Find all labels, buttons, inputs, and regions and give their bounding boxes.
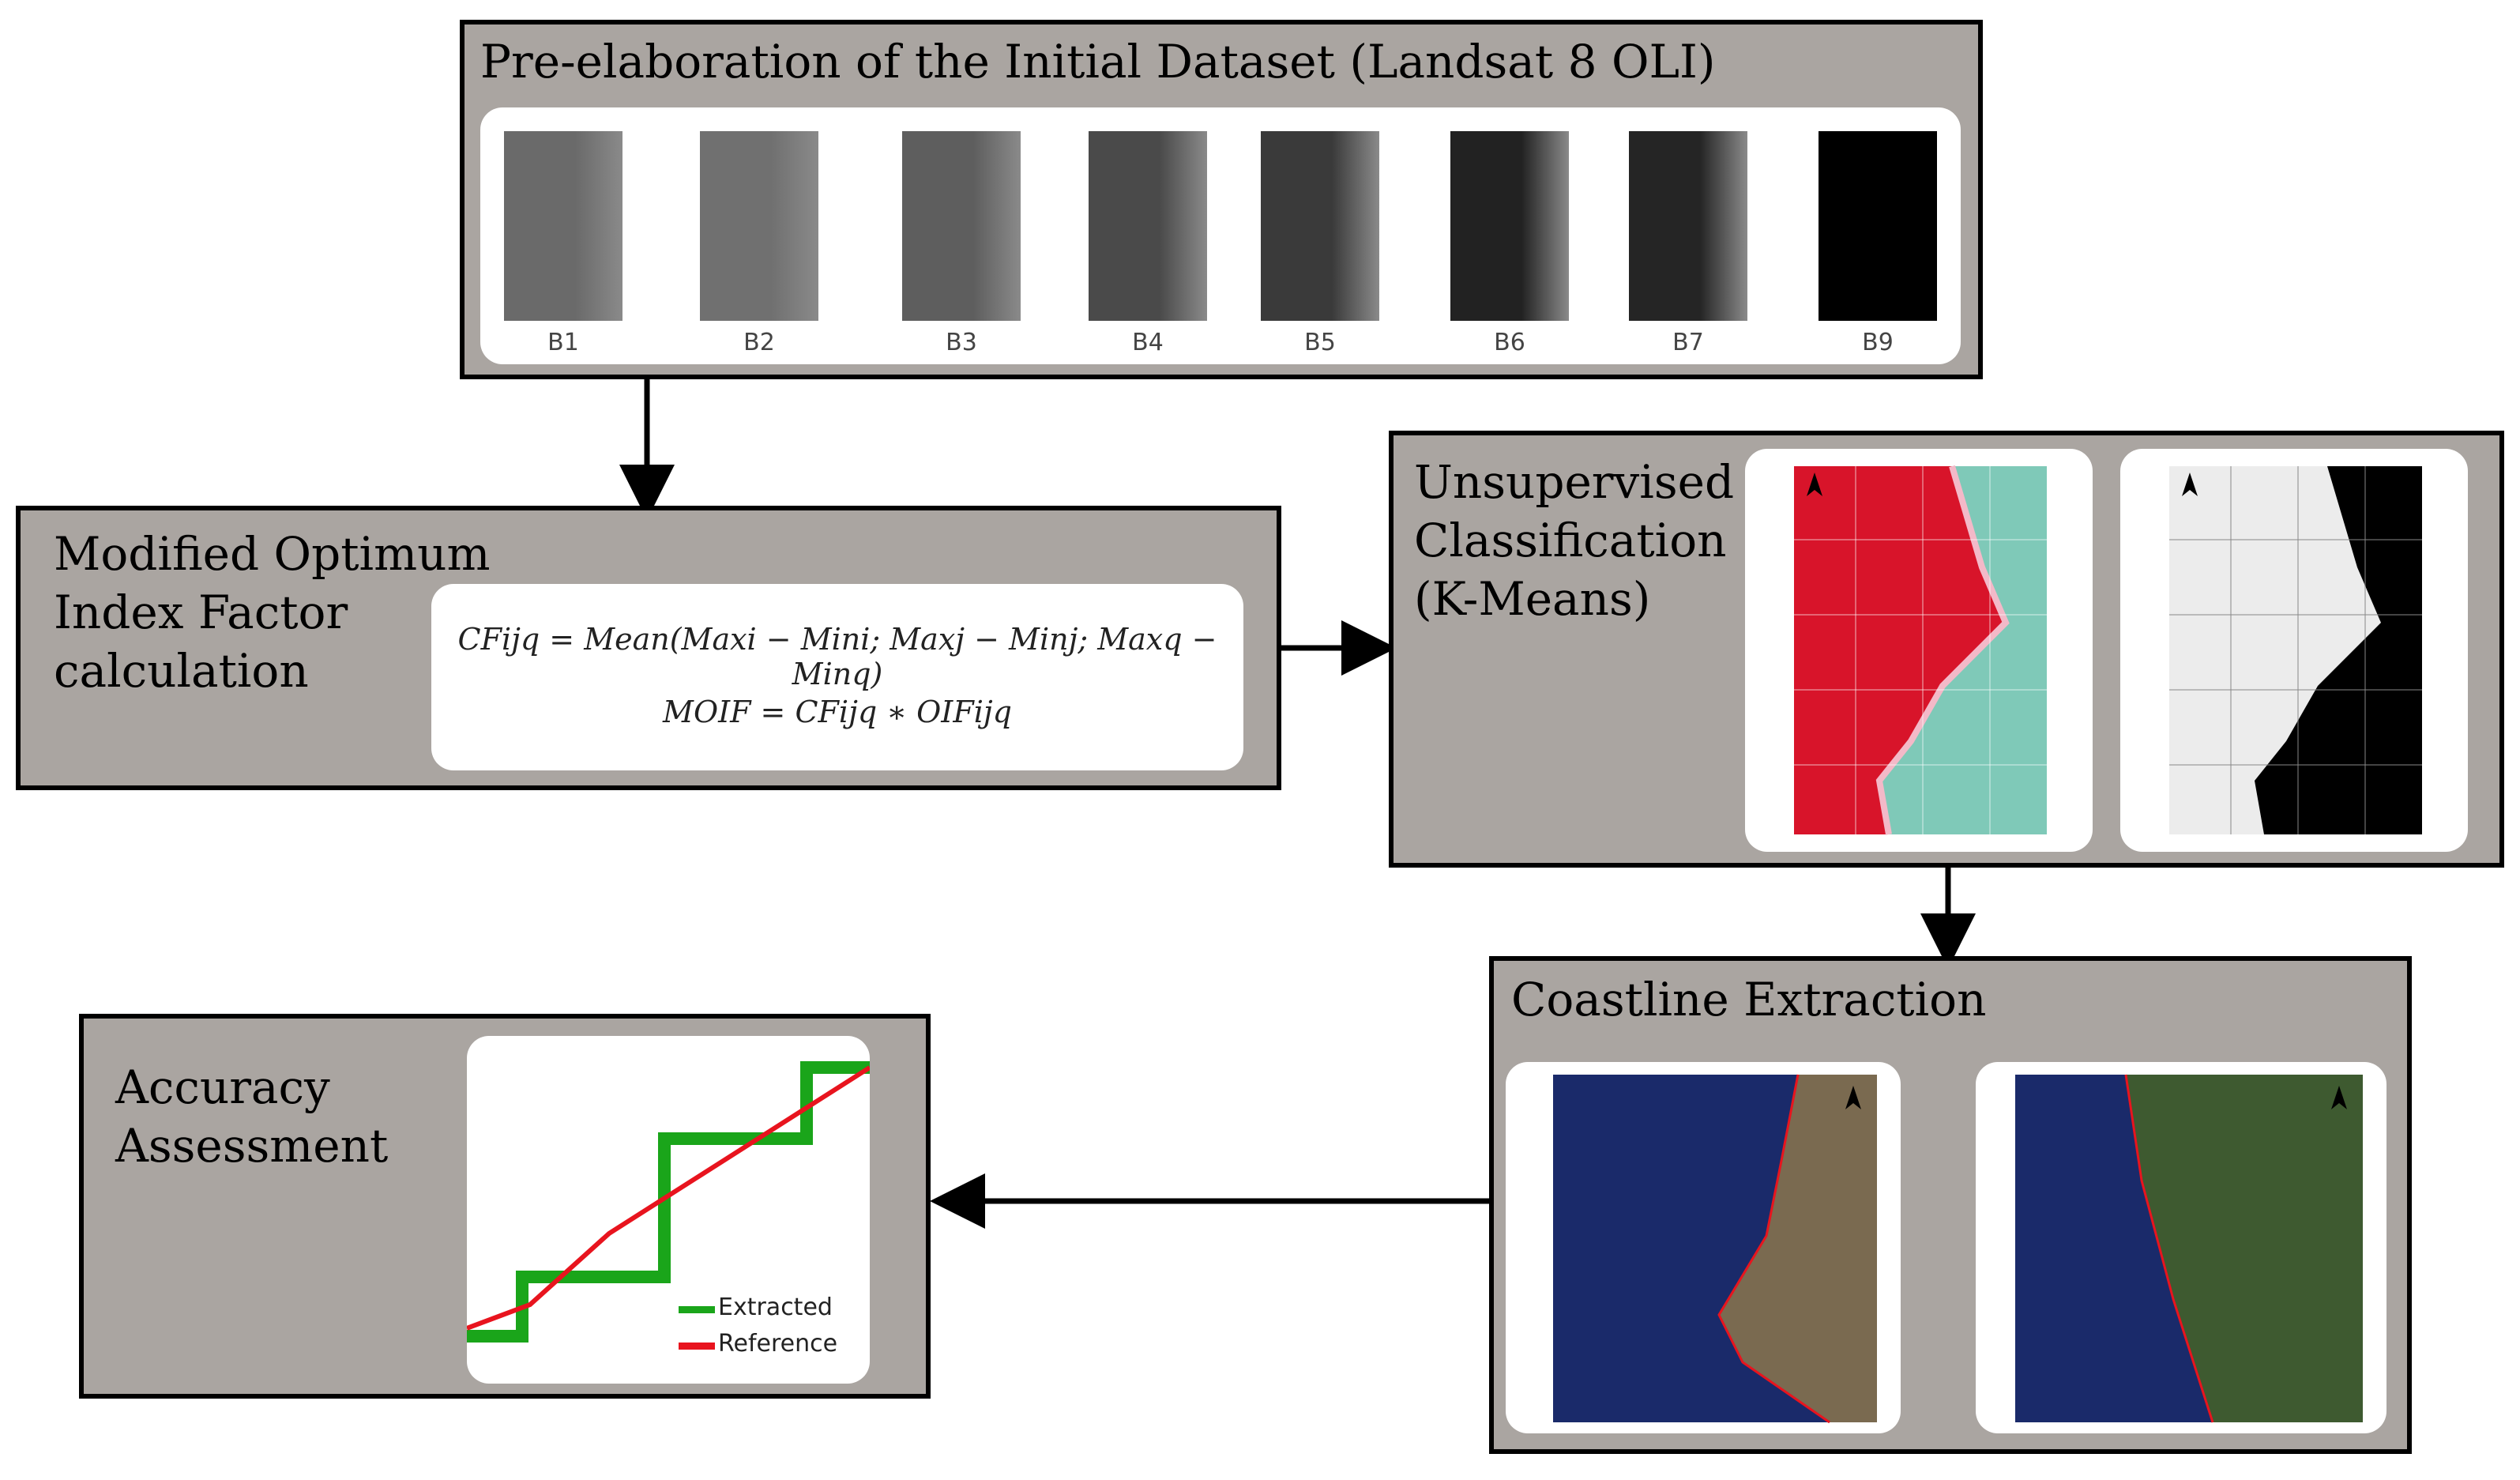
- accuracy-chart-svg: [467, 1061, 870, 1343]
- band-image-b9: [1819, 131, 1937, 321]
- bands-panel: B1 B2 B3 B4 B5 B6 B7 B9: [480, 107, 1961, 364]
- reference-line: [467, 1065, 870, 1331]
- north-arrow-icon: [2331, 1086, 2347, 1109]
- unsupervised-box: Unsupervised Classification (K-Means): [1389, 431, 2504, 868]
- band-image-b7: [1629, 131, 1747, 321]
- legend-reference-swatch: [679, 1343, 715, 1350]
- band-label-b7: B7: [1672, 329, 1704, 356]
- classified-map-svg: [2169, 466, 2422, 834]
- coast-map-2-svg: [2015, 1074, 2363, 1423]
- formula-moif: MOIF = CFijq ∗ OIFijq: [663, 695, 1012, 729]
- legend-extracted-swatch: [679, 1306, 715, 1313]
- band-label-b4: B4: [1132, 329, 1164, 356]
- north-arrow-icon: [2182, 473, 2198, 496]
- pre-elaboration-box: Pre-elaboration of the Initial Dataset (…: [460, 20, 1983, 379]
- accuracy-title: Accuracy Assessment: [115, 1060, 389, 1173]
- moif-title: Modified Optimum Index Factor calculatio…: [54, 527, 491, 698]
- band-image-b2: [700, 131, 818, 321]
- north-arrow-icon: [1845, 1086, 1861, 1109]
- coastline-box: Coastline Extraction: [1489, 956, 2412, 1454]
- extracted-line: [467, 1061, 870, 1343]
- band-label-b6: B6: [1494, 329, 1525, 356]
- band-label-b1: B1: [547, 329, 579, 356]
- band-label-b9: B9: [1862, 329, 1894, 356]
- accuracy-box: Accuracy Assessment Extracted Reference: [79, 1014, 931, 1399]
- coast-map-1: [1506, 1062, 1901, 1433]
- band-label-b2: B2: [743, 329, 775, 356]
- coast-map-2: [1976, 1062, 2386, 1433]
- band-image-b6: [1450, 131, 1569, 321]
- coastline-title: Coastline Extraction: [1511, 973, 1987, 1026]
- unsupervised-title: Unsupervised Classification (K-Means): [1414, 455, 1735, 626]
- band-image-b1: [504, 131, 622, 321]
- classified-map: [2120, 449, 2468, 852]
- band-image-b5: [1261, 131, 1379, 321]
- band-image-b4: [1089, 131, 1207, 321]
- legend-extracted-label: Extracted: [718, 1294, 833, 1321]
- band-image-b3: [902, 131, 1021, 321]
- formula-cf: CFijq = Mean(Maxi − Mini; Maxj − Minj; M…: [457, 622, 1217, 691]
- pre-elaboration-title: Pre-elaboration of the Initial Dataset (…: [480, 35, 1716, 88]
- false-color-map-svg: [1794, 465, 2047, 835]
- north-arrow-icon: [1807, 473, 1822, 496]
- legend-reference-label: Reference: [718, 1330, 838, 1358]
- formula-panel: CFijq = Mean(Maxi − Mini; Maxj − Minj; M…: [431, 584, 1243, 770]
- band-label-b3: B3: [946, 329, 977, 356]
- band-label-b5: B5: [1304, 329, 1336, 356]
- false-color-map: [1745, 449, 2093, 852]
- accuracy-chart-panel: Extracted Reference: [467, 1036, 870, 1384]
- moif-box: Modified Optimum Index Factor calculatio…: [16, 506, 1281, 790]
- coast-map-1-svg: [1553, 1074, 1877, 1424]
